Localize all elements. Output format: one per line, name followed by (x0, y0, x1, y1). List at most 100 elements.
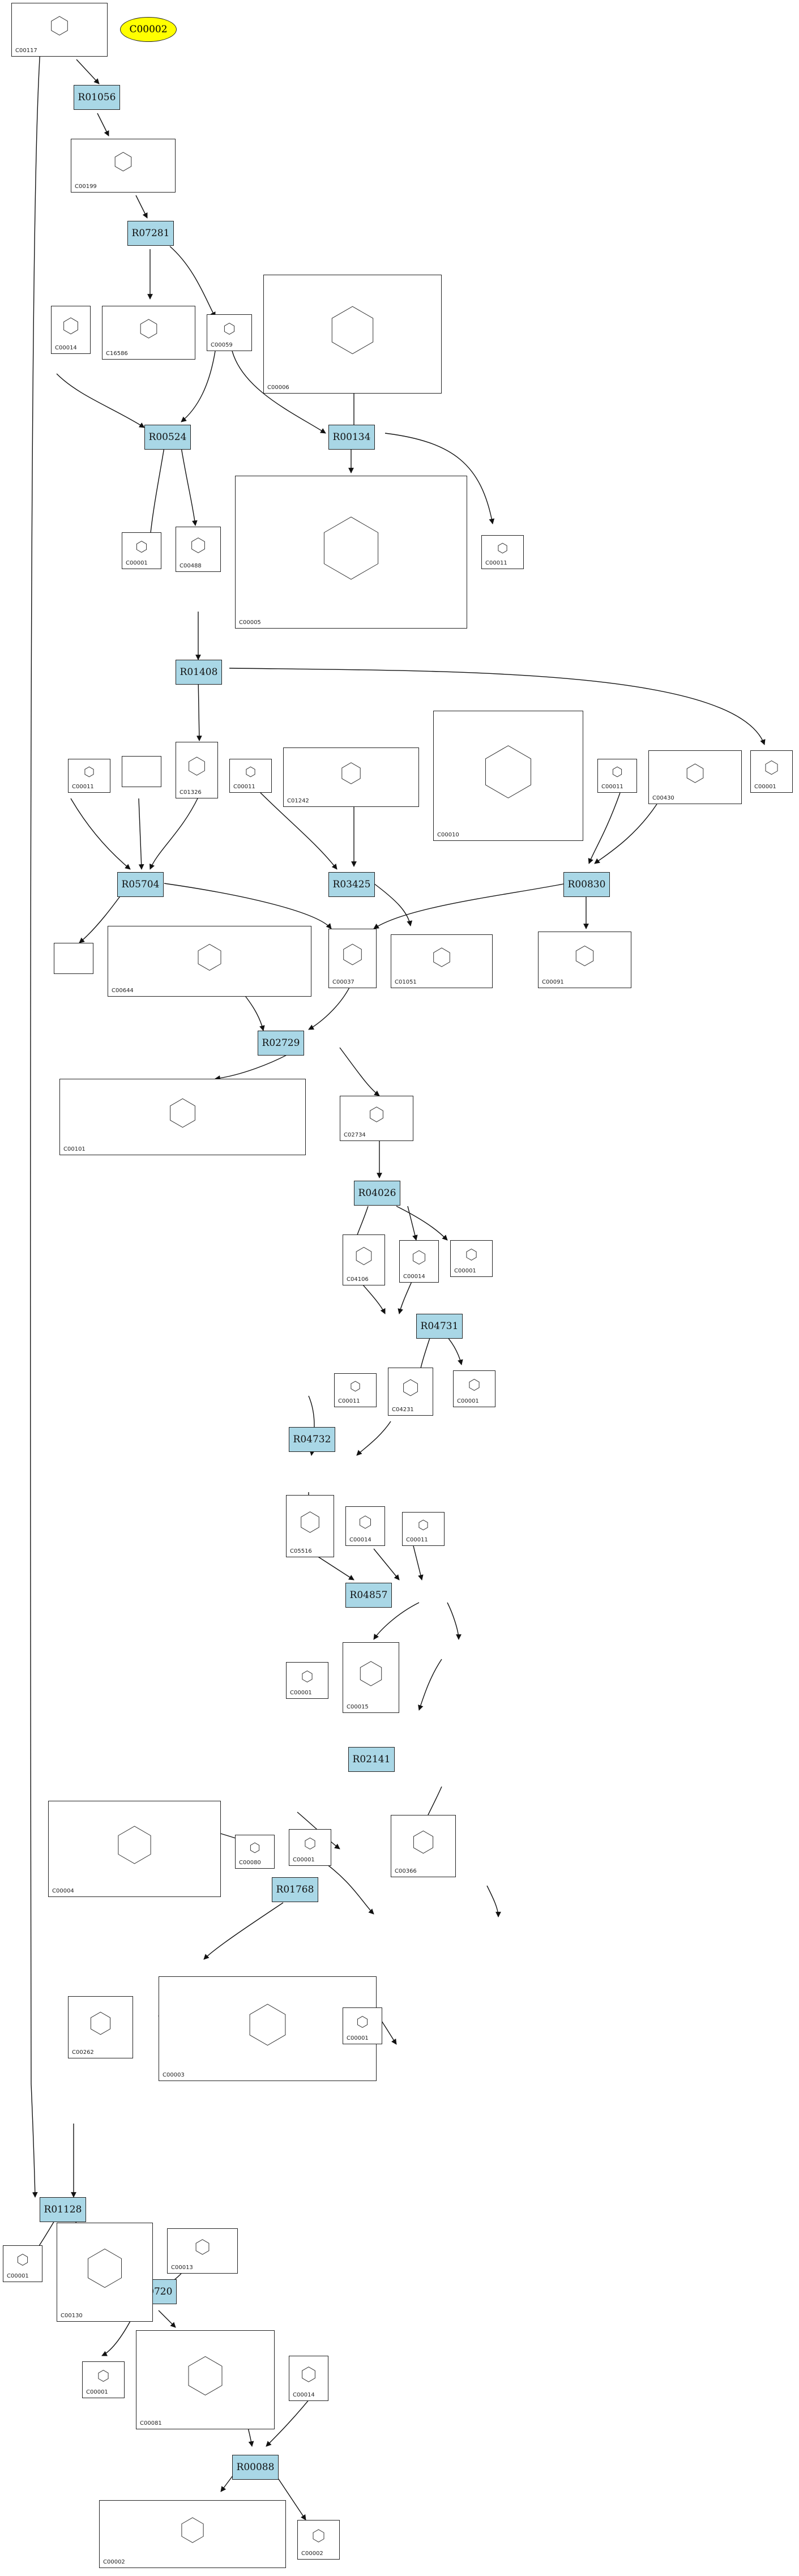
compound-box[interactable]: C00011 (334, 1373, 377, 1407)
structure-glyph (191, 537, 205, 553)
reaction-node[interactable]: R00524 (144, 425, 191, 450)
reaction-node[interactable]: R02141 (348, 1747, 395, 1772)
compound-box[interactable]: C00014 (345, 1506, 385, 1546)
compound-box[interactable]: C05516 (286, 1495, 334, 1557)
structure-glyph (301, 1511, 319, 1533)
compound-box[interactable]: C00004 (48, 1801, 221, 1897)
compound-box[interactable]: C00015 (343, 1642, 399, 1713)
structure-glyph (485, 745, 531, 798)
structure-glyph (181, 2517, 204, 2543)
structure-glyph (413, 1250, 425, 1265)
structure-glyph (198, 943, 221, 971)
compound-box[interactable]: C00013 (167, 2228, 238, 2274)
reaction-node[interactable]: R01768 (272, 1877, 318, 1902)
compound-box[interactable]: C01326 (176, 742, 218, 798)
compound-box[interactable]: C02734 (340, 1096, 413, 1141)
reaction-node[interactable]: R00134 (328, 425, 375, 450)
compound-box[interactable]: C00011 (229, 759, 272, 793)
compound-box[interactable]: C00644 (108, 926, 311, 997)
compound-box[interactable]: C01242 (283, 747, 419, 807)
compound-box[interactable]: C00011 (481, 535, 524, 569)
structure-glyph (469, 1379, 480, 1391)
reaction-node[interactable]: R00088 (232, 2455, 279, 2480)
compound-box[interactable]: C00011 (68, 759, 110, 793)
reaction-node[interactable]: R01408 (176, 660, 222, 685)
compound-box[interactable]: C00001 (82, 2361, 125, 2398)
compound-box[interactable]: C00488 (176, 527, 221, 572)
structure-glyph (360, 1661, 382, 1686)
structure-glyph (686, 763, 704, 783)
structure-glyph (188, 2356, 223, 2396)
compound-box[interactable]: C16586 (102, 306, 195, 360)
compound-box[interactable]: C00366 (391, 1815, 456, 1877)
structure-glyph (356, 1247, 372, 1265)
compound-box[interactable]: C00430 (648, 750, 742, 804)
reaction-node[interactable]: R04857 (345, 1583, 392, 1608)
structure-glyph (466, 1249, 477, 1261)
structure-glyph (313, 2529, 324, 2543)
compound-box[interactable]: C00001 (750, 750, 793, 793)
reaction-node[interactable]: R02729 (258, 1031, 304, 1056)
reaction-node[interactable]: R04732 (289, 1427, 335, 1452)
empty-compound-box[interactable] (122, 756, 161, 787)
compound-box[interactable]: C00117 (11, 3, 108, 57)
compound-box[interactable]: C00014 (289, 2356, 328, 2401)
compound-box[interactable]: C00130 (57, 2223, 153, 2322)
compound-box[interactable]: C01051 (391, 934, 493, 988)
structure-glyph (341, 762, 361, 784)
compound-box[interactable]: C00001 (3, 2245, 42, 2282)
compound-box[interactable]: C00262 (68, 1996, 133, 2058)
compound-box[interactable]: C00080 (235, 1835, 275, 1869)
compound-box[interactable]: C00037 (328, 929, 377, 988)
structure-glyph (140, 319, 157, 339)
reaction-node[interactable]: R01056 (74, 85, 120, 110)
compound-box[interactable]: C00001 (286, 1662, 328, 1699)
compound-box[interactable]: C00091 (538, 932, 631, 988)
structure-glyph (413, 1830, 434, 1854)
reaction-node[interactable]: R04026 (354, 1181, 400, 1206)
structure-glyph (331, 306, 374, 354)
compound-box[interactable]: C00001 (122, 532, 161, 569)
compound-box[interactable]: C00011 (402, 1512, 445, 1546)
structure-glyph (170, 1098, 195, 1128)
structure-glyph (98, 2370, 109, 2382)
compound-ellipse[interactable]: C00002 (120, 17, 177, 42)
structure-glyph (302, 2366, 315, 2382)
compound-box[interactable]: C00001 (453, 1370, 495, 1407)
compound-box[interactable]: C00014 (399, 1240, 439, 1283)
structure-glyph (418, 1519, 428, 1531)
compound-box[interactable]: C00005 (235, 476, 467, 629)
compound-box[interactable]: C00014 (51, 306, 91, 354)
compound-box[interactable]: C00006 (263, 275, 442, 394)
reaction-node[interactable]: R00830 (563, 872, 610, 897)
structure-glyph (224, 323, 235, 335)
compound-box[interactable]: C00003 (159, 1976, 377, 2081)
compound-box[interactable]: C00001 (289, 1829, 331, 1866)
compound-box[interactable]: C04106 (343, 1234, 385, 1285)
structure-glyph (612, 766, 622, 778)
compound-box[interactable]: C00059 (207, 314, 252, 351)
structure-glyph (250, 1842, 260, 1853)
compound-box[interactable]: C00001 (450, 1240, 493, 1277)
structure-glyph (63, 317, 78, 335)
compound-box[interactable]: C00199 (71, 139, 176, 193)
compound-box[interactable]: C00011 (597, 759, 637, 793)
compound-box[interactable]: C00101 (59, 1079, 306, 1155)
structure-glyph (305, 1838, 315, 1849)
compound-box[interactable]: C00002 (99, 2500, 286, 2568)
structure-glyph (357, 2016, 368, 2028)
reaction-node[interactable]: R01128 (40, 2197, 86, 2222)
reaction-node[interactable]: R04731 (416, 1314, 463, 1339)
compound-box[interactable]: C00081 (136, 2330, 275, 2429)
compound-box[interactable]: C00002 (297, 2520, 340, 2560)
reaction-node[interactable]: R03425 (328, 872, 375, 897)
reaction-node[interactable]: R07281 (127, 221, 174, 246)
compound-box[interactable]: C00010 (433, 711, 583, 841)
structure-glyph (84, 766, 94, 778)
empty-compound-box[interactable] (54, 943, 93, 974)
structure-glyph (765, 760, 778, 775)
reaction-node[interactable]: R05704 (117, 872, 164, 897)
compound-box[interactable]: C00001 (343, 2007, 382, 2044)
compound-box[interactable]: C04231 (388, 1368, 433, 1416)
